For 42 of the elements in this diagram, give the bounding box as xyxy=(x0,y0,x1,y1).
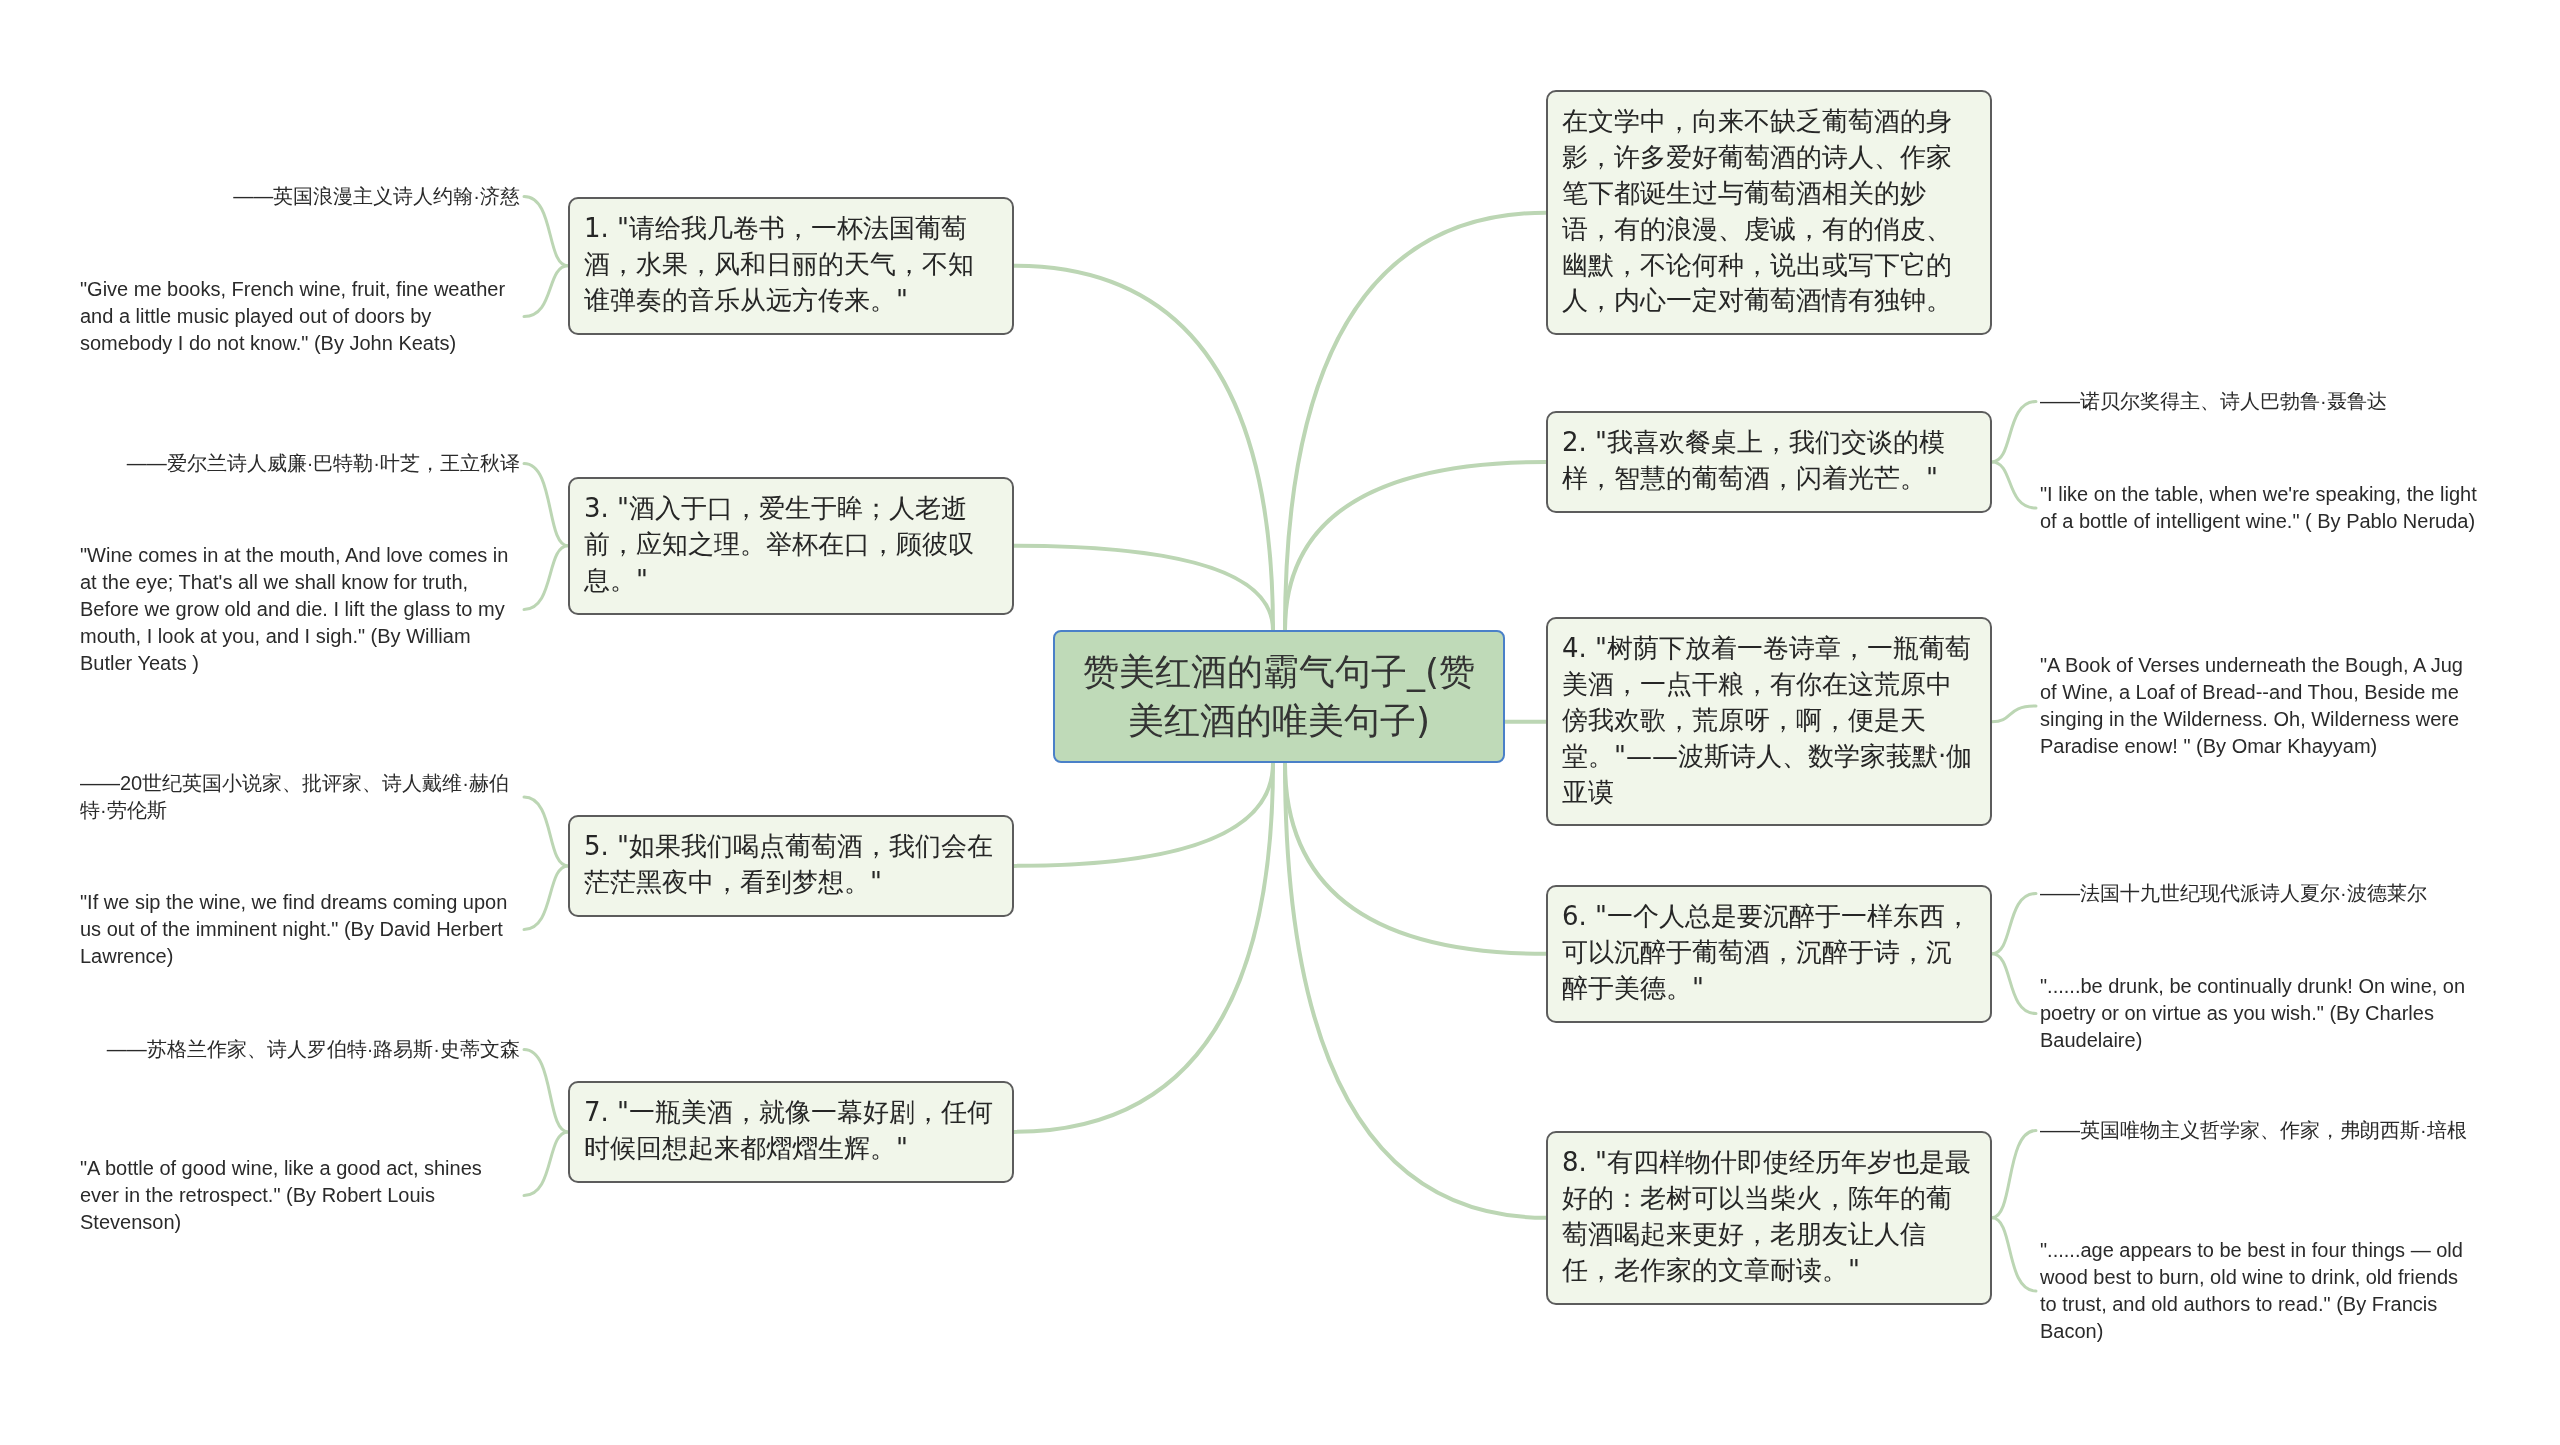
connector-line xyxy=(1990,1216,2038,1293)
connector-line xyxy=(1990,952,2038,1015)
connector-line xyxy=(522,544,570,611)
quote-text: "......age appears to be best in four things — old wood best to burn, old wine to drink, old friends to trust, and old authors to read." (By Francis Bacon) xyxy=(2040,1237,2480,1345)
quote-text: "......be drunk, be continually drunk! On wine, on poetry or on virtue as you wish." (By Charles Baudelaire) xyxy=(2040,973,2480,1054)
topic-box: 6. "一个人总是要沉醉于一样东西，可以沉醉于葡萄酒，沉醉于诗，沉醉于美德。" xyxy=(1546,885,1992,1023)
topic-box: 在文学中，向来不缺乏葡萄酒的身影，许多爱好葡萄酒的诗人、作家笔下都诞生过与葡萄酒相关的妙语，有的浪漫、虔诚，有的俏皮、幽默，不论何种，说出或写下它的人，内心一定对葡萄酒情有独钟。 xyxy=(1546,90,1992,336)
connector-line xyxy=(1503,719,1548,724)
connector-line xyxy=(522,264,570,318)
connector-line xyxy=(522,795,570,868)
connector-line xyxy=(522,462,570,548)
topic-box: 4. "树荫下放着一卷诗章，一瓶葡萄美酒，一点干粮，有你在这荒原中傍我欢歌，荒原呀，啊，便是天堂。"——波斯诗人、数学家莪默·伽亚谟 xyxy=(1546,617,1992,827)
topic-box: 8. "有四样物什即使经历年岁也是最好的：老树可以当柴火，陈年的葡萄酒喝起来更好，老朋友让人信任，老作家的文章耐读。" xyxy=(1546,1131,1992,1305)
connector-line xyxy=(1990,400,2038,464)
quote-text: ——英国浪漫主义诗人约翰·济慈 xyxy=(233,183,520,210)
connector-line xyxy=(522,1048,570,1134)
quote-text: ——英国唯物主义哲学家、作家，弗朗西斯·培根 xyxy=(2040,1117,2467,1144)
connector-line xyxy=(522,1130,570,1197)
quote-text: ——爱尔兰诗人威廉·巴特勒·叶芝，王立秋译 xyxy=(126,450,520,477)
connector-line xyxy=(1990,704,2038,724)
quote-text: "A bottle of good wine, like a good act, shines ever in the retrospect." (By Robert Louis Stevenson) xyxy=(80,1155,520,1236)
quote-text: "I like on the table, when we're speaking, the light of a bottle of intelligent wine." ( By Pablo Neruda) xyxy=(2040,481,2480,535)
topic-box: 1. "请给我几卷书，一杯法国葡萄酒，水果，风和日丽的天气，不知谁弹奏的音乐从远方传来。" xyxy=(568,197,1014,335)
quote-text: "A Book of Verses underneath the Bough, A Jug of Wine, a Loaf of Bread--and Thou, Beside me singing in the Wilderness. Oh, Wilderness were Paradise enow! " (By Omar Khayyam) xyxy=(2040,652,2480,760)
connector-line xyxy=(1012,543,1275,632)
connector-line xyxy=(522,864,570,931)
quote-text: "If we sip the wine, we find dreams coming upon us out of the imminent night." (By David Herbert Lawrence) xyxy=(80,889,520,970)
connector-line xyxy=(522,195,570,268)
connector-line xyxy=(1990,1129,2038,1220)
quote-text: ——苏格兰作家、诗人罗伯特·路易斯·史蒂文森 xyxy=(106,1036,520,1063)
topic-box: 7. "一瓶美酒，就像一幕好剧，任何时候回想起来都熠熠生辉。" xyxy=(568,1081,1014,1183)
quote-text: "Wine comes in at the mouth, And love comes in at the eye; That's all we shall know for truth, Before we grow old and die. I lift the glass to my mouth, I look at you, and I sigh." (By William Butler Yeats ) xyxy=(80,542,520,677)
quote-text: "Give me books, French wine, fruit, fine weather and a little music played out of doors by somebody I do not know." (By John Keats) xyxy=(80,276,520,357)
connector-line xyxy=(1990,892,2038,956)
quote-text: ——诺贝尔奖得主、诗人巴勃鲁·聂鲁达 xyxy=(2040,388,2387,415)
central-topic-box: 赞美红酒的霸气句子_(赞美红酒的唯美句子) xyxy=(1053,630,1505,764)
topic-box: 3. "酒入于口，爱生于眸；人老逝前，应知之理。举杯在口，顾彼叹息。" xyxy=(568,477,1014,615)
quote-text: ——20世纪英国小说家、批评家、诗人戴维·赫伯特·劳伦斯 xyxy=(80,770,520,824)
connector-line xyxy=(1990,460,2038,510)
topic-box: 2. "我喜欢餐桌上，我们交谈的模样，智慧的葡萄酒，闪着光芒。" xyxy=(1546,411,1992,513)
topic-box: 5. "如果我们喝点葡萄酒，我们会在茫茫黑夜中，看到梦想。" xyxy=(568,815,1014,917)
quote-text: ——法国十九世纪现代派诗人夏尔·波德莱尔 xyxy=(2040,880,2427,907)
